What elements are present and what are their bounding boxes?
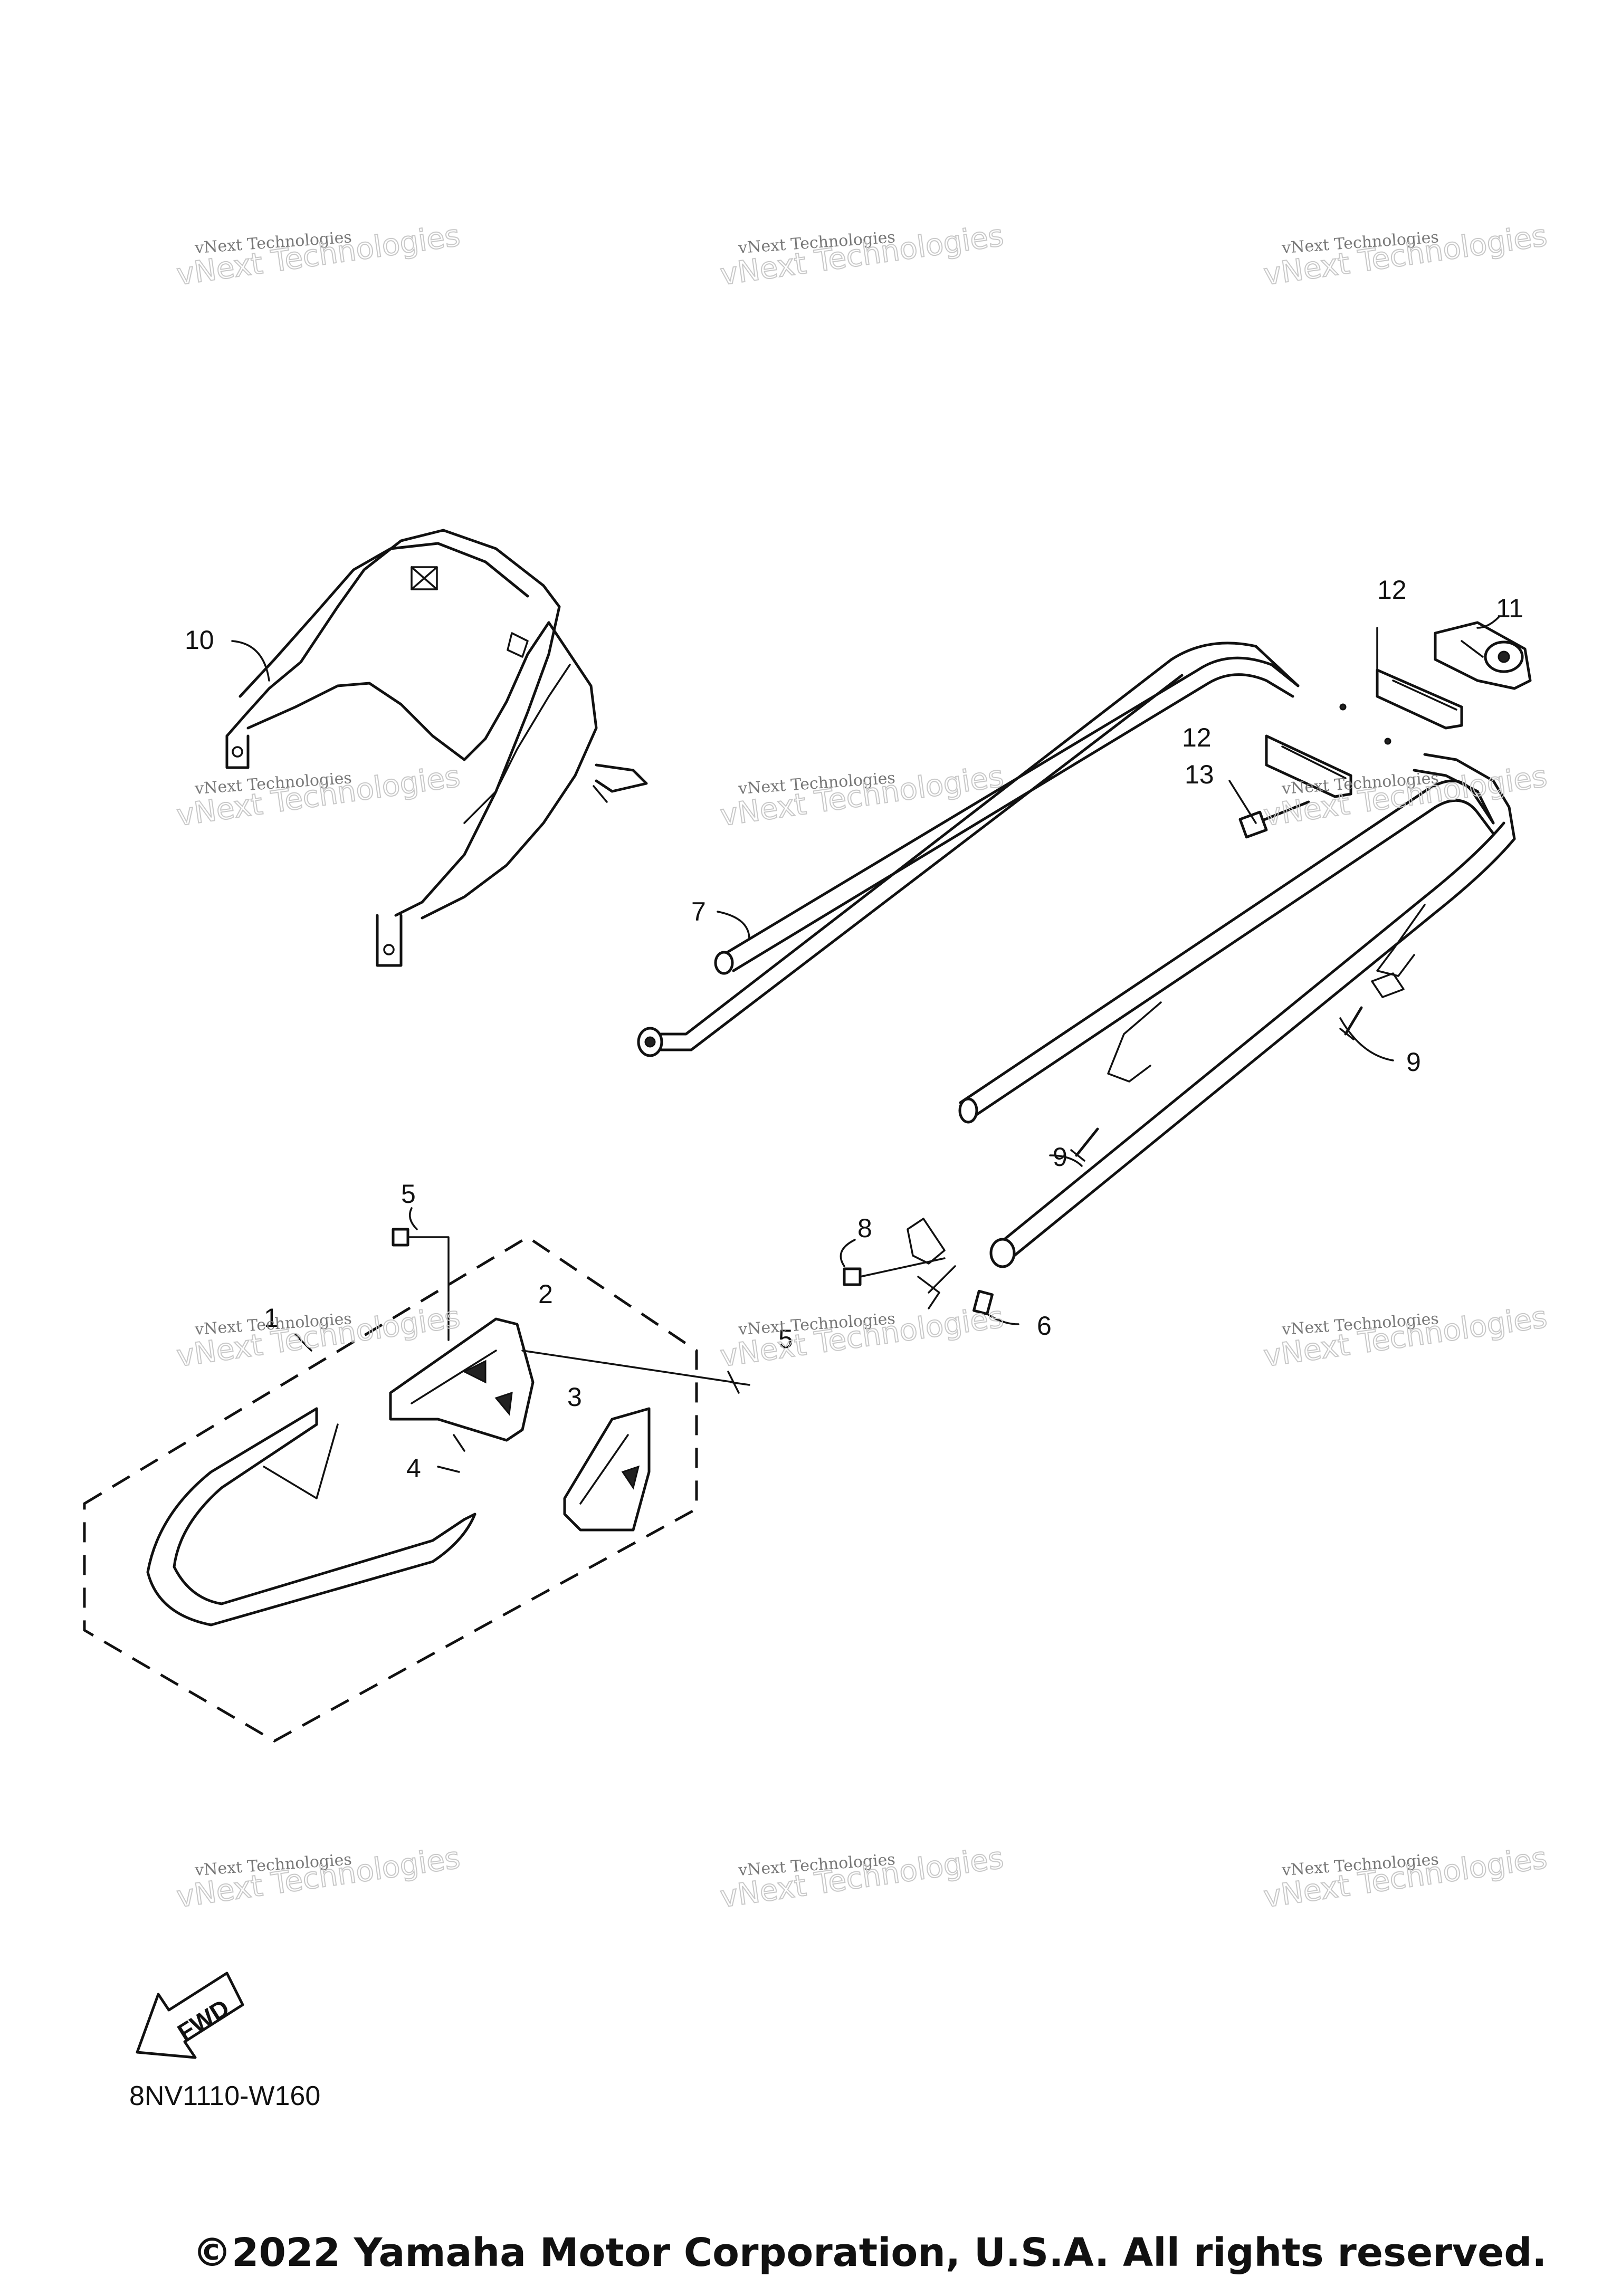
- svg-text:vNext Technologies: vNext Technologies: [175, 759, 462, 833]
- svg-text:vNext Technologies: vNext Technologies: [1262, 1300, 1549, 1374]
- fwd-arrow-icon: FWD: [136, 1972, 244, 2059]
- svg-text:vNext Technologies: vNext Technologies: [718, 1841, 1006, 1915]
- callout-12-top: 12: [1377, 575, 1407, 605]
- svg-text:vNext Technologies: vNext Technologies: [1262, 1841, 1549, 1915]
- callout-5-lower: 5: [778, 1324, 793, 1354]
- svg-text:vNext Technologies: vNext Technologies: [718, 1300, 1006, 1374]
- callout-9-left: 9: [1053, 1142, 1067, 1172]
- watermark: vNext Technologies vNext Technologies: [174, 1840, 463, 1915]
- callout-2: 2: [538, 1279, 553, 1309]
- svg-text:vNext Technologies: vNext Technologies: [718, 218, 1006, 292]
- diagram-code: 8NV1110-W160: [129, 2081, 320, 2111]
- bracket-parts: [1238, 621, 1532, 839]
- callout-5-upper: 5: [401, 1179, 416, 1209]
- callout-1: 1: [264, 1303, 279, 1333]
- callout-10: 10: [185, 625, 214, 655]
- watermark: vNext Technologies vNext Technologies: [174, 759, 463, 834]
- kit-outline: [83, 1236, 698, 1743]
- front-bumper-part: [146, 1407, 476, 1627]
- svg-text:vNext Technologies: vNext Technologies: [175, 218, 462, 292]
- windshield-part: [225, 529, 648, 967]
- watermark: vNext Technologies vNext Technologies: [1261, 218, 1550, 293]
- callout-11: 11: [1496, 594, 1523, 623]
- watermark: vNext Technologies vNext Technologies: [718, 1840, 1006, 1915]
- front-hardware: [392, 1228, 750, 1452]
- watermark: vNext Technologies vNext Technologies: [1261, 1840, 1550, 1915]
- watermark: vNext Technologies vNext Technologies: [718, 1299, 1006, 1374]
- callout-labels: 1 2 3 4 5 5 6 7 8 9 9 10 11 12 12 13: [185, 575, 1523, 1483]
- watermark: vNext Technologies vNext Technologies: [1261, 1299, 1550, 1374]
- callout-9-right: 9: [1406, 1047, 1421, 1077]
- copyright-text: ©2022 Yamaha Motor Corporation, U.S.A. A…: [193, 2230, 1547, 2275]
- callout-4: 4: [406, 1453, 421, 1483]
- callout-8: 8: [857, 1213, 872, 1243]
- callout-3: 3: [567, 1382, 582, 1412]
- rear-frame-part: [637, 642, 1516, 1268]
- callout-7: 7: [691, 897, 706, 926]
- callout-6: 6: [1037, 1311, 1052, 1341]
- callout-leaders: [231, 616, 1500, 1473]
- svg-text:vNext Technologies: vNext Technologies: [175, 1841, 462, 1915]
- callout-12-mid: 12: [1182, 723, 1212, 752]
- hardware-parts: [843, 972, 1405, 1316]
- callout-13: 13: [1185, 760, 1214, 789]
- watermarks: vNext Technologies vNext Technologies vN…: [174, 218, 1550, 1915]
- svg-text:vNext Technologies: vNext Technologies: [1262, 218, 1549, 292]
- front-bracket-parts: [389, 1317, 651, 1532]
- watermark: vNext Technologies vNext Technologies: [174, 218, 463, 293]
- watermark: vNext Technologies vNext Technologies: [718, 218, 1006, 293]
